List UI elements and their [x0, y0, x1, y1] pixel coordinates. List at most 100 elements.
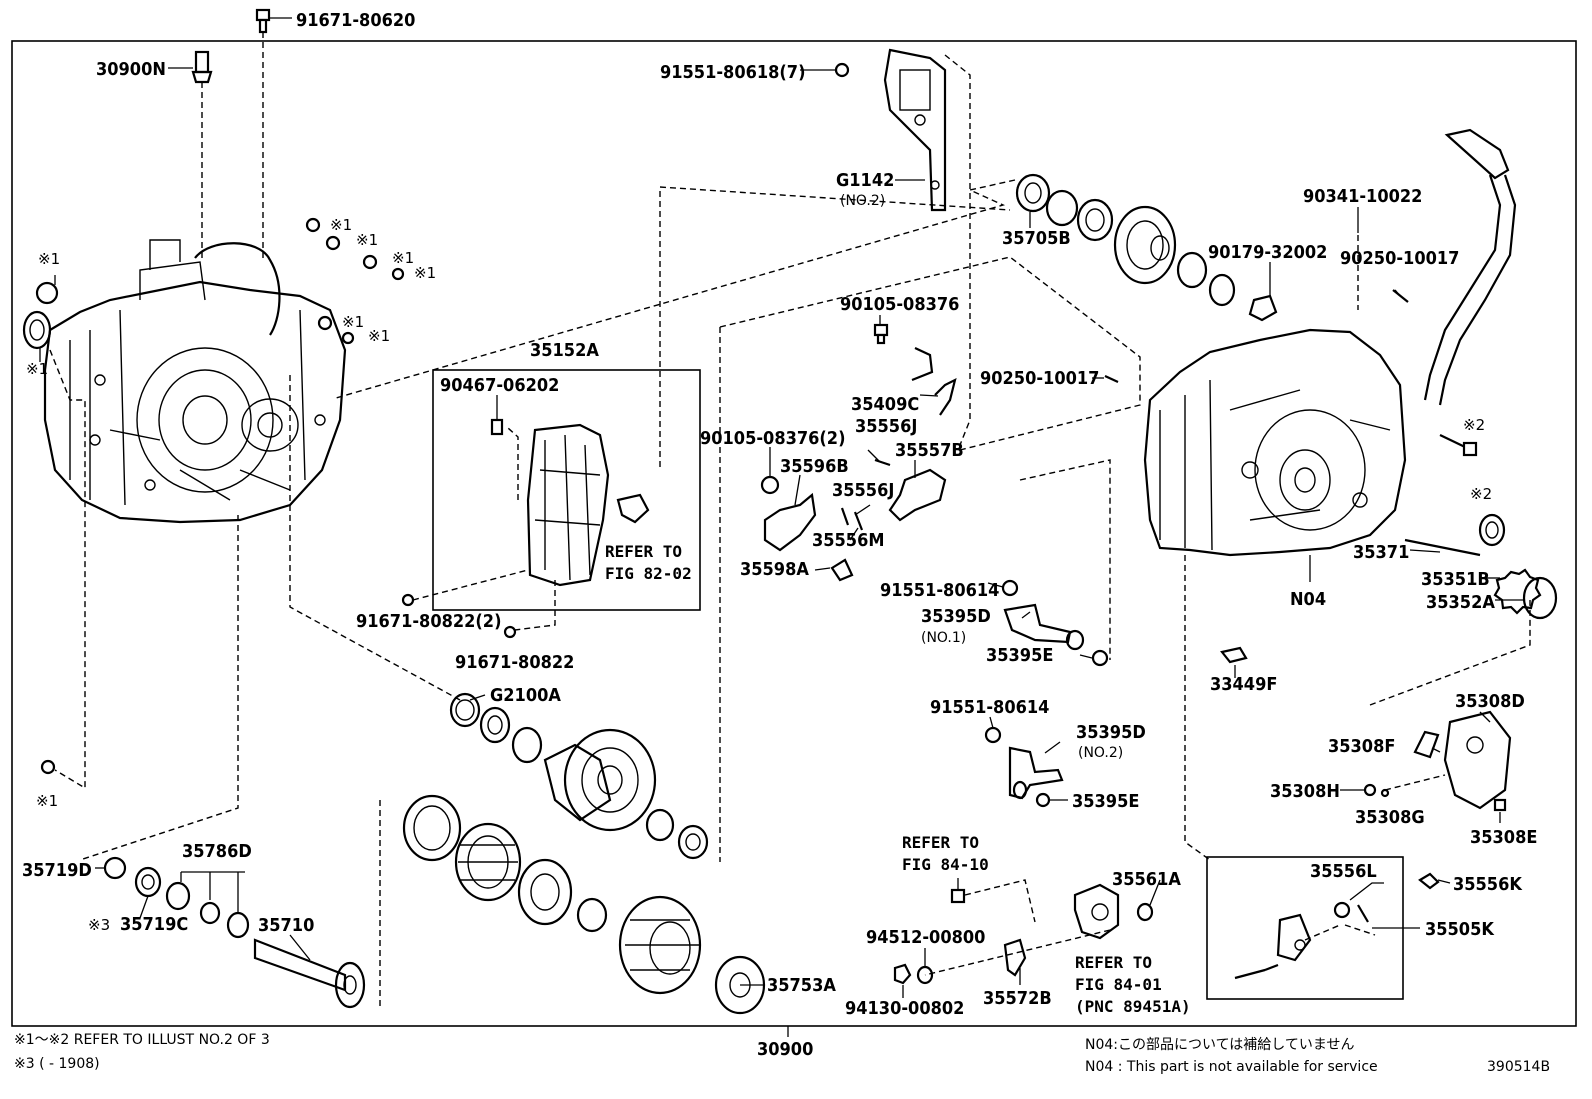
bolt-35308e[interactable]: [1493, 798, 1507, 812]
oring-35395e-b[interactable]: [1035, 792, 1051, 808]
detent-35596b[interactable]: [763, 492, 817, 552]
label-35395e-a: 35395E: [986, 645, 1053, 666]
ring-gear-seal[interactable]: [402, 794, 462, 862]
plug-35308g[interactable]: [1380, 788, 1390, 798]
transaxle-housing-right[interactable]: [1143, 328, 1407, 557]
label-refer-84-01-2: FIG 84-01: [1075, 975, 1162, 994]
label-refer-84-01-1: REFER TO: [1075, 953, 1152, 972]
note-n04-jp: N04:この部品については補給していません: [1085, 1037, 1354, 1053]
label-35308g: 35308G: [1355, 807, 1425, 828]
plate-35598a[interactable]: [830, 558, 854, 582]
label-35753a: 35753A: [767, 975, 836, 996]
lever-35409c[interactable]: [934, 377, 957, 416]
bearing-set-mid[interactable]: [645, 808, 709, 860]
note-refer-illust: ※1～※2 REFER TO ILLUST NO.2 OF 3: [14, 1032, 270, 1048]
bolt-91551-7[interactable]: [834, 62, 850, 78]
housing-seal-upper[interactable]: [35, 281, 59, 305]
pin-90250-upper[interactable]: [1392, 289, 1409, 303]
pin-35556k-b[interactable]: [1357, 904, 1369, 923]
housing-seal-lower[interactable]: [22, 310, 52, 350]
clip-82-02[interactable]: [616, 493, 650, 524]
label-30900n: 30900N: [96, 59, 166, 80]
bearing-35719c[interactable]: [134, 866, 162, 898]
label-35395d-b-sub: (NO.2): [1078, 745, 1123, 761]
bearing-35705b-set[interactable]: [1015, 173, 1114, 242]
label-30900: 30900: [757, 1039, 813, 1060]
label-91671-80822: 91671-80822: [455, 652, 574, 673]
spring-35556k[interactable]: [1418, 872, 1440, 890]
cover-35308d[interactable]: [1443, 710, 1512, 810]
label-35409c: 35409C: [851, 394, 919, 415]
bolt-91551-b[interactable]: [984, 726, 1002, 744]
part-labels: 91671-80620 30900N G1142 (NO.2) 91551-80…: [22, 10, 1537, 1060]
oring-35561a[interactable]: [1136, 902, 1154, 922]
label-35719d: 35719D: [22, 860, 92, 881]
oring-35719d[interactable]: [103, 856, 127, 880]
wire-harness[interactable]: [1423, 128, 1517, 406]
sensor-35395d-no2[interactable]: [1008, 746, 1064, 800]
pin-35556l[interactable]: [1333, 901, 1351, 919]
pump-35561a[interactable]: [1073, 883, 1120, 940]
bolt-84-10[interactable]: [950, 888, 966, 904]
valve-body-box: [432, 369, 701, 611]
counter-gear[interactable]: [1113, 205, 1177, 285]
label-90341: 90341-10022: [1303, 186, 1422, 207]
bearing-35786d-set[interactable]: [165, 881, 250, 939]
oring-35395e-a[interactable]: [1091, 649, 1109, 667]
label-x1-c: ※1: [330, 216, 352, 234]
top-bolt[interactable]: [255, 8, 271, 34]
transaxle-housing-left[interactable]: [43, 239, 347, 524]
clip-33449f[interactable]: [1220, 646, 1248, 664]
label-x1-i: ※1: [36, 792, 58, 810]
pin-90250-lower[interactable]: [1104, 375, 1119, 383]
bolt-91671-80822[interactable]: [503, 625, 517, 639]
pin-35556j-b[interactable]: [840, 507, 850, 526]
input-shaft-assembly[interactable]: [543, 728, 657, 832]
bearing-90179[interactable]: [1176, 251, 1278, 322]
bearing-small-lower[interactable]: [576, 897, 608, 933]
lever-35557b[interactable]: [888, 468, 947, 522]
bolt-x2-upper[interactable]: [1439, 434, 1478, 457]
bolt-91671-80822-2[interactable]: [401, 593, 415, 607]
label-90467: 90467-06202: [440, 375, 559, 396]
ring-gear[interactable]: [454, 822, 522, 902]
label-g1142-sub: (NO.2): [840, 193, 885, 209]
bracket-g1142[interactable]: [883, 48, 947, 212]
seal-x2-lower[interactable]: [1478, 513, 1506, 547]
label-35371: 35371: [1353, 542, 1409, 563]
label-90105-b: 90105-08376(2): [700, 428, 845, 449]
label-35556k: 35556K: [1453, 874, 1523, 895]
shaft-35710[interactable]: [253, 938, 366, 1009]
bolt-35308h[interactable]: [1363, 783, 1377, 797]
label-35556m: 35556M: [812, 530, 884, 551]
spring-35409c[interactable]: [911, 347, 934, 382]
gasket-35308f[interactable]: [1413, 730, 1440, 759]
label-35351b: 35351B: [1421, 569, 1490, 590]
seal-35371[interactable]: [1404, 538, 1481, 557]
label-90250-b: 90250-10017: [980, 368, 1099, 389]
differential-case[interactable]: [618, 895, 702, 995]
ring-g2100a[interactable]: [449, 692, 481, 728]
sensor-35572b[interactable]: [1003, 938, 1027, 977]
gear-35351b[interactable]: [1493, 568, 1542, 615]
valve-body-35152a[interactable]: [526, 423, 610, 587]
label-x2-a: ※2: [1463, 416, 1485, 434]
nut-94130[interactable]: [893, 963, 912, 985]
bearing-g2100a-set[interactable]: [479, 706, 543, 764]
label-35308h: 35308H: [1270, 781, 1340, 802]
label-35561a: 35561A: [1112, 869, 1181, 890]
illustration-id: 390514B: [1487, 1059, 1550, 1075]
sensor-35395d-no1[interactable]: [1001, 579, 1085, 651]
manual-valve-kit[interactable]: [1234, 913, 1312, 980]
gear-35352a[interactable]: [1522, 576, 1558, 620]
ring-gear-bearing[interactable]: [517, 858, 573, 926]
breather-plug[interactable]: [191, 50, 213, 84]
bolt-90105-a[interactable]: [873, 323, 889, 345]
housing-bolts[interactable]: [40, 217, 405, 775]
pin-35556j-a[interactable]: [874, 458, 891, 467]
label-35710: 35710: [258, 915, 314, 936]
bolt-90105-b[interactable]: [760, 475, 780, 495]
bolt-90467[interactable]: [490, 418, 504, 436]
label-90250-a: 90250-10017: [1340, 248, 1459, 269]
